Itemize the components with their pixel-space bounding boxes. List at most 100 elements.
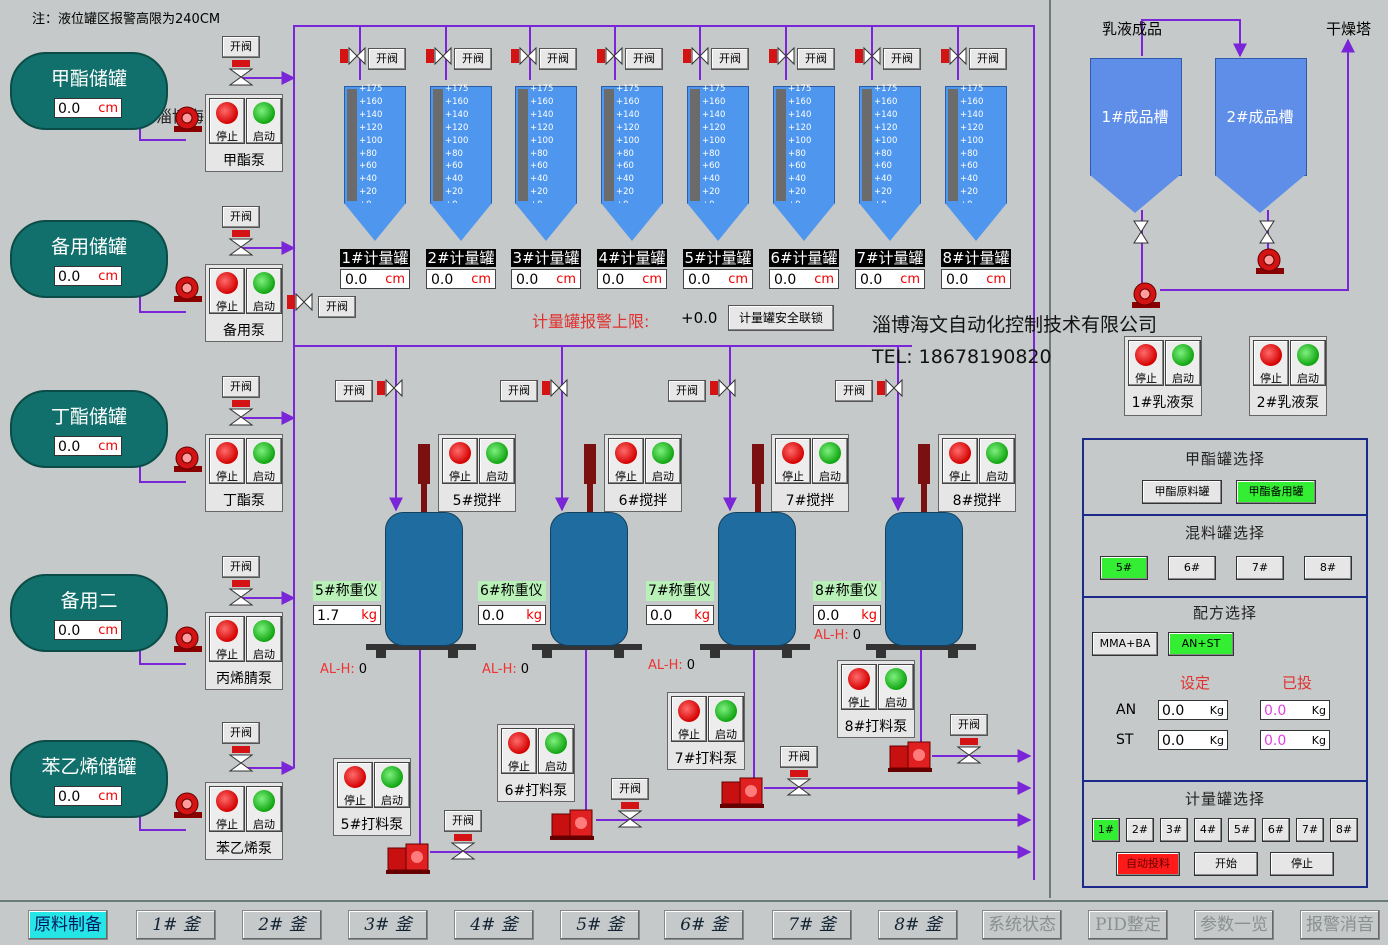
pump-icon[interactable] [172, 444, 204, 478]
methyl-tank-option[interactable]: 甲酯备用罐 [1236, 480, 1316, 504]
valve-icon[interactable] [617, 802, 643, 832]
start-button[interactable]: 启动 [246, 438, 282, 484]
nav-tab[interactable]: 原料制备 [28, 910, 108, 940]
valve-icon[interactable] [597, 46, 623, 70]
meter-tank-option[interactable]: 5# [1228, 818, 1256, 842]
start-button[interactable]: 启动 [246, 616, 282, 662]
valve-icon[interactable] [228, 746, 254, 776]
open-valve-button[interactable]: 开阀 [625, 48, 663, 70]
start-button[interactable]: 启动 [979, 438, 1015, 484]
valve-icon[interactable] [228, 400, 254, 430]
pump-icon[interactable] [172, 790, 204, 824]
stop-button[interactable]: 停止 [209, 268, 245, 314]
methyl-tank-option[interactable]: 甲酯原料罐 [1142, 480, 1222, 504]
meter-tank-option[interactable]: 2# [1126, 818, 1154, 842]
open-valve-button[interactable]: 开阀 [780, 746, 818, 768]
open-valve-button[interactable]: 开阀 [668, 380, 706, 402]
start-button[interactable]: 启动 [246, 786, 282, 832]
meter-tank-option[interactable]: 3# [1160, 818, 1188, 842]
valve-icon[interactable] [228, 230, 254, 260]
start-button[interactable]: 启动 [645, 438, 681, 484]
open-valve-button[interactable]: 开阀 [318, 296, 356, 318]
valve-icon[interactable] [426, 46, 452, 70]
nav-tab[interactable]: 4# 釜 [454, 910, 534, 940]
open-valve-button[interactable]: 开阀 [797, 48, 835, 70]
start-feed-button[interactable]: 开始 [1194, 852, 1258, 876]
start-button[interactable]: 启动 [1290, 340, 1326, 386]
mix-tank-option[interactable]: 7# [1236, 556, 1284, 580]
valve-icon[interactable] [683, 46, 709, 70]
recipe-option[interactable]: AN+ST [1168, 632, 1234, 656]
start-button[interactable]: 启动 [538, 728, 574, 774]
start-button[interactable]: 启动 [878, 664, 914, 710]
open-valve-button[interactable]: 开阀 [368, 48, 406, 70]
pump-icon[interactable] [172, 624, 204, 658]
open-valve-button[interactable]: 开阀 [835, 380, 873, 402]
stop-button[interactable]: 停止 [1128, 340, 1164, 386]
nav-tab[interactable]: 参数一览 [1194, 910, 1274, 940]
stop-button[interactable]: 停止 [209, 616, 245, 662]
nav-tab[interactable]: 7# 釜 [772, 910, 852, 940]
start-button[interactable]: 启动 [374, 762, 410, 808]
valve-icon[interactable] [1259, 220, 1275, 248]
stop-button[interactable]: 停止 [841, 664, 877, 710]
valve-icon[interactable] [769, 46, 795, 70]
pump-icon[interactable] [172, 274, 204, 308]
meter-tank-option[interactable]: 6# [1262, 818, 1290, 842]
mix-tank-option[interactable]: 5# [1100, 556, 1148, 580]
open-valve-button[interactable]: 开阀 [611, 778, 649, 800]
valve-icon[interactable] [511, 46, 537, 70]
nav-tab[interactable]: PID整定 [1088, 910, 1168, 940]
stop-button[interactable]: 停止 [942, 438, 978, 484]
valve-icon[interactable] [855, 46, 881, 70]
nav-tab[interactable]: 3# 釜 [348, 910, 428, 940]
valve-icon[interactable] [287, 292, 313, 316]
nav-tab[interactable]: 8# 釜 [878, 910, 958, 940]
open-valve-button[interactable]: 开阀 [444, 810, 482, 832]
open-valve-button[interactable]: 开阀 [222, 556, 260, 578]
nav-tab[interactable]: 1# 釜 [136, 910, 216, 940]
stop-button[interactable]: 停止 [209, 98, 245, 144]
valve-icon[interactable] [956, 738, 982, 768]
open-valve-button[interactable]: 开阀 [711, 48, 749, 70]
pump-icon[interactable] [1254, 246, 1286, 280]
nav-tab[interactable]: 报警消音 [1300, 910, 1380, 940]
valve-icon[interactable] [786, 770, 812, 800]
meter-tank-option[interactable]: 7# [1296, 818, 1324, 842]
open-valve-button[interactable]: 开阀 [969, 48, 1007, 70]
valve-icon[interactable] [941, 46, 967, 70]
stop-button[interactable]: 停止 [501, 728, 537, 774]
stop-feed-button[interactable]: 停止 [1270, 852, 1334, 876]
stop-button[interactable]: 停止 [671, 696, 707, 742]
pump-icon[interactable] [172, 104, 204, 138]
valve-icon[interactable] [228, 580, 254, 610]
nav-tab[interactable]: 6# 釜 [664, 910, 744, 940]
valve-icon[interactable] [450, 834, 476, 864]
meter-tank-option[interactable]: 1# [1092, 818, 1120, 842]
stop-button[interactable]: 停止 [337, 762, 373, 808]
start-button[interactable]: 启动 [246, 98, 282, 144]
valve-icon[interactable] [877, 378, 903, 402]
stop-button[interactable]: 停止 [442, 438, 478, 484]
open-valve-button[interactable]: 开阀 [883, 48, 921, 70]
meter-tank-option[interactable]: 8# [1330, 818, 1358, 842]
open-valve-button[interactable]: 开阀 [222, 376, 260, 398]
feed-pump-icon[interactable] [386, 842, 432, 880]
open-valve-button[interactable]: 开阀 [222, 722, 260, 744]
stop-button[interactable]: 停止 [209, 438, 245, 484]
stop-button[interactable]: 停止 [608, 438, 644, 484]
stop-button[interactable]: 停止 [1253, 340, 1289, 386]
open-valve-button[interactable]: 开阀 [500, 380, 538, 402]
recipe-option[interactable]: MMA+BA [1092, 632, 1158, 656]
feed-pump-icon[interactable] [888, 740, 934, 778]
open-valve-button[interactable]: 开阀 [222, 36, 260, 58]
open-valve-button[interactable]: 开阀 [222, 206, 260, 228]
open-valve-button[interactable]: 开阀 [454, 48, 492, 70]
open-valve-button[interactable]: 开阀 [539, 48, 577, 70]
feed-pump-icon[interactable] [720, 776, 766, 814]
stop-button[interactable]: 停止 [775, 438, 811, 484]
open-valve-button[interactable]: 开阀 [950, 714, 988, 736]
valve-icon[interactable] [1133, 220, 1149, 248]
